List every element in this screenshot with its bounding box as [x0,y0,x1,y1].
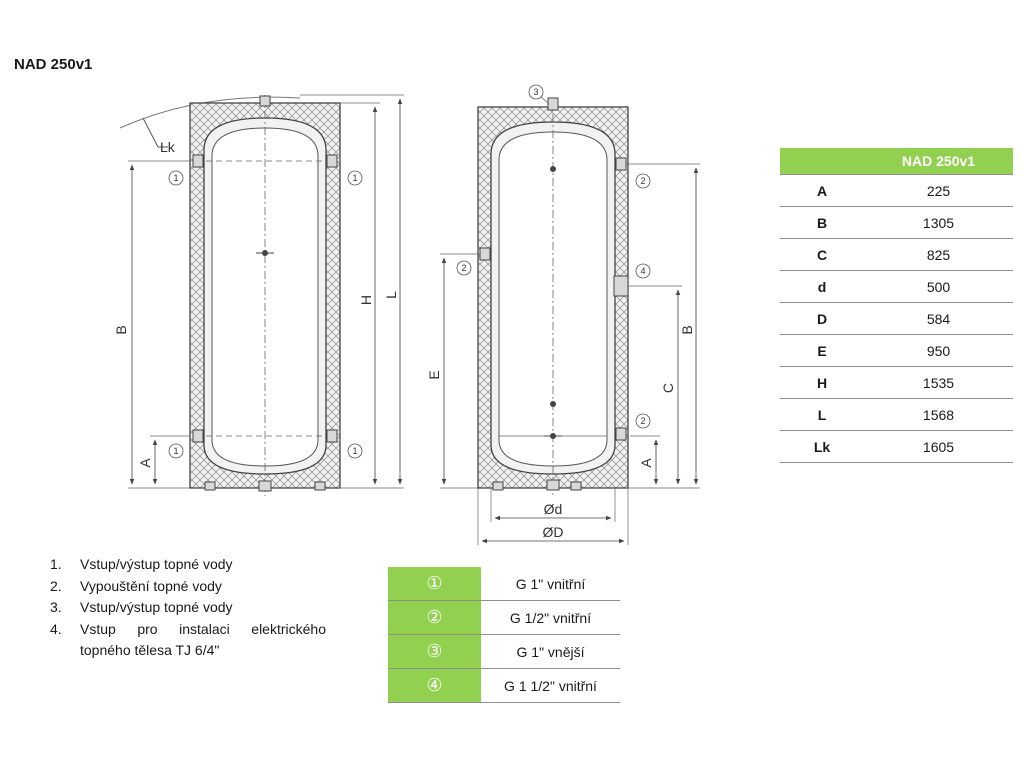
connection-spec: G 1" vnitřní [481,567,620,601]
conn-marker-1: 1 [347,170,363,186]
connection-spec: G 1/2" vnitřní [481,600,620,635]
right-tank-view: 3 B C A E 2 2 4 2 [426,84,700,545]
connection-symbol: ② [388,600,481,635]
list-item: 2.Vypouštění topné vody [50,577,222,594]
page-title: NAD 250v1 [14,56,93,73]
conn-marker-2: 2 [456,260,472,276]
conn-marker-1: 1 [168,443,184,459]
conn-marker-1: 1 [168,170,184,186]
connection-legend: 1.Vstup/výstup topné vody 2.Vypouštění t… [46,554,326,662]
svg-text:3: 3 [533,87,538,97]
svg-text:2: 2 [640,176,645,186]
svg-text:1: 1 [352,173,357,183]
svg-text:1: 1 [173,446,178,456]
svg-text:1: 1 [352,446,357,456]
label-a-right: A [638,458,654,468]
conn-marker-1: 1 [347,443,363,459]
conn-marker-3: 3 [528,84,544,100]
label-d-small: Ød [544,501,563,517]
svg-text:1: 1 [173,173,178,183]
label-c: C [660,383,676,393]
connection-spec: G 1" vnější [481,634,620,669]
label-e: E [426,370,442,379]
label-b-right: B [679,325,695,334]
label-lk: Lk [160,139,176,155]
label-d-big: ØD [543,524,564,540]
left-tank-view: Lk B A H L 1 [113,94,404,496]
list-item: 1.Vstup/výstup topné vody [50,556,233,572]
conn-marker-2: 2 [635,413,651,429]
connection-symbol: ① [388,567,481,601]
connection-symbol: ③ [388,634,481,669]
connection-spec: G 1 1/2" vnitřní [481,668,620,703]
label-b-left: B [113,325,129,334]
dimensions-header: NAD 250v1 [864,148,1013,175]
label-h: H [358,295,374,305]
connection-symbol: ④ [388,668,481,703]
svg-text:2: 2 [461,263,466,273]
conn-marker-2: 2 [635,173,651,189]
dimensions-header-blank [780,148,864,175]
svg-text:4: 4 [640,266,645,276]
label-a-left: A [137,458,153,468]
label-l: L [383,291,399,299]
svg-text:2: 2 [640,416,645,426]
list-item: 3.Vstup/výstup topné vody [50,599,233,615]
conn-marker-4: 4 [635,263,651,279]
